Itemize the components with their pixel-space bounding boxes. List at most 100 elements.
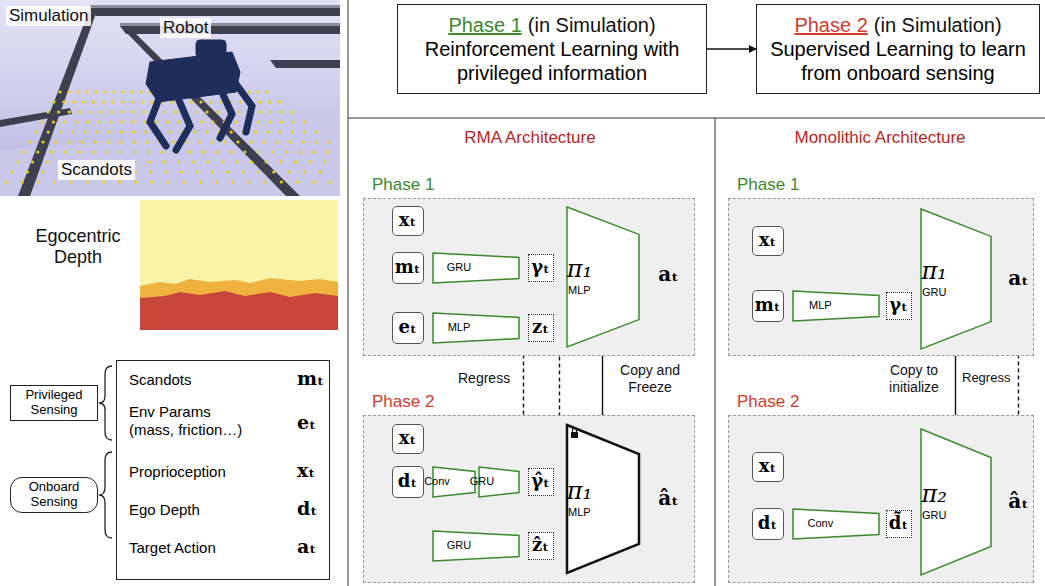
sensing-tag: Privileged Sensing [10, 385, 98, 421]
phase-name: Phase 1 [448, 14, 521, 36]
math-symbol: γ̂ₜ [531, 471, 550, 492]
block-outline [432, 252, 520, 284]
math-symbol: ẑₜ [532, 535, 549, 556]
math-symbol: âₜ [1008, 490, 1028, 513]
input-box: dₜ [392, 466, 424, 498]
policy-block: π₁GRU [920, 208, 992, 350]
network-type: Conv [424, 475, 450, 488]
network-type: MLP [568, 284, 591, 297]
network-type: MLP [568, 506, 591, 519]
network-type: MLP [448, 321, 471, 334]
network-type: GRU [447, 539, 471, 552]
math-symbol: d̃ₜ [889, 513, 908, 534]
phase-panel: xₜmₜMLPγₜπ₁GRUaₜPhase 1 [728, 198, 1034, 356]
input-box: xₜ [392, 424, 424, 454]
math-symbol: zₜ [532, 317, 549, 338]
math-symbol: dₜ [398, 471, 417, 492]
block-outline [792, 508, 880, 540]
math-symbol: xₜ [759, 456, 776, 477]
input-box: xₜ [752, 452, 784, 482]
sensing-label: Onboard Sensing [15, 480, 93, 510]
phase-panel: xₜdₜConvGRUγ̂ₜGRUẑₜπ₁MLPâₜPhase 2 [363, 415, 695, 583]
math-symbol: xₜ [759, 230, 776, 251]
panel-separators [348, 0, 1045, 586]
symbol: mₜ [297, 367, 324, 390]
phase-label: Phase 1 [372, 175, 434, 195]
simulation-scene [0, 0, 340, 196]
math-symbol: aₜ [658, 263, 678, 286]
legend-box: Scandots mₜEnv Params (mass, friction…) eₜ… [116, 360, 330, 580]
network-type: MLP [809, 299, 832, 312]
edge-label: Copy and Freeze [610, 362, 690, 396]
robot [146, 40, 252, 150]
symbol: dₜ [297, 497, 317, 520]
latent-box: γₜ [528, 254, 554, 282]
sensing-label: Privileged Sensing [15, 388, 93, 418]
encoder-block: MLP [432, 312, 520, 344]
phase-box: Phase 2(in Simulation)Supervised Learnin… [756, 4, 1040, 94]
input-box: mₜ [392, 252, 424, 284]
policy-symbol: π₁ [567, 478, 592, 506]
encoder-block: GRU [432, 252, 520, 284]
input-box: mₜ [752, 290, 784, 322]
legend-entry: Env Params (mass, friction…) [129, 403, 247, 439]
policy-symbol: π₂ [922, 481, 947, 509]
math-symbol: aₜ [1008, 267, 1028, 290]
phase-heading: Phase 1(in Simulation) [448, 14, 655, 37]
phase-description: Supervised Learning to learn from onboar… [763, 37, 1033, 85]
edge-label: Regress [458, 370, 510, 387]
symbol: eₜ [297, 411, 316, 434]
encoder-block: Conv [432, 466, 476, 498]
network-type: GRU [922, 286, 946, 299]
legend-braces [99, 366, 112, 538]
network-type: GRU [922, 509, 946, 522]
block-outline [432, 530, 520, 562]
edge-label: Regress [962, 370, 1010, 386]
image-label: Robot [160, 18, 211, 38]
policy-block: π₁MLP [566, 206, 640, 348]
math-symbol: xₜ [399, 210, 416, 231]
output-symbol: âₜ [652, 486, 686, 512]
network-type: GRU [447, 261, 471, 274]
block-outline [792, 290, 880, 322]
latent-box: γₜ [886, 292, 912, 320]
phase-description: Reinforcement Learning with privileged i… [404, 37, 700, 85]
input-box: xₜ [392, 206, 424, 236]
latent-box: zₜ [528, 314, 554, 342]
policy-block: π₁MLP [566, 424, 640, 574]
flow-arrow [707, 48, 756, 49]
phase-panel: xₜmₜGRUγₜeₜMLPzₜπ₁MLPaₜPhase 1 [363, 198, 695, 356]
policy-symbol: π₁ [922, 258, 947, 286]
output-symbol: âₜ [1002, 489, 1036, 515]
math-symbol: âₜ [658, 487, 678, 510]
network-type: Conv [807, 517, 833, 530]
legend-entry: Proprioception [129, 463, 226, 481]
symbol: xₜ [297, 459, 315, 482]
flow-arrow [602, 348, 603, 424]
encoder-block: GRU [478, 466, 520, 498]
legend-entry: Target Action [129, 539, 216, 557]
phase-panel: xₜdₜConvd̃ₜπ₂GRUâₜPhase 2 [728, 415, 1034, 583]
phase-box: Phase 1(in Simulation)Reinforcement Lear… [397, 4, 707, 94]
math-symbol: mₜ [395, 257, 421, 278]
panel-title: RMA Architecture [430, 128, 630, 148]
math-symbol: γₜ [531, 257, 550, 278]
edge-label: Copy to initialize [878, 362, 950, 396]
encoder-block: GRU [432, 530, 520, 562]
legend-entry: Ego Depth [129, 501, 200, 519]
input-box: xₜ [752, 226, 784, 256]
symbol: aₜ [297, 535, 316, 558]
image-caption: Egocentric Depth [22, 226, 134, 268]
legend-entry: Scandots [129, 371, 192, 389]
input-box: eₜ [392, 312, 424, 344]
depth-image [140, 200, 338, 330]
latent-box: γ̂ₜ [528, 468, 554, 496]
phase-label: Phase 1 [737, 175, 799, 195]
math-symbol: γₜ [889, 295, 908, 316]
phase-name: Phase 2 [794, 14, 867, 36]
encoder-block: MLP [792, 290, 880, 322]
policy-symbol: π₁ [567, 256, 592, 284]
output-symbol: aₜ [1002, 266, 1036, 292]
panel-title: Monolithic Architecture [780, 128, 980, 148]
phase-label: Phase 2 [737, 392, 799, 412]
